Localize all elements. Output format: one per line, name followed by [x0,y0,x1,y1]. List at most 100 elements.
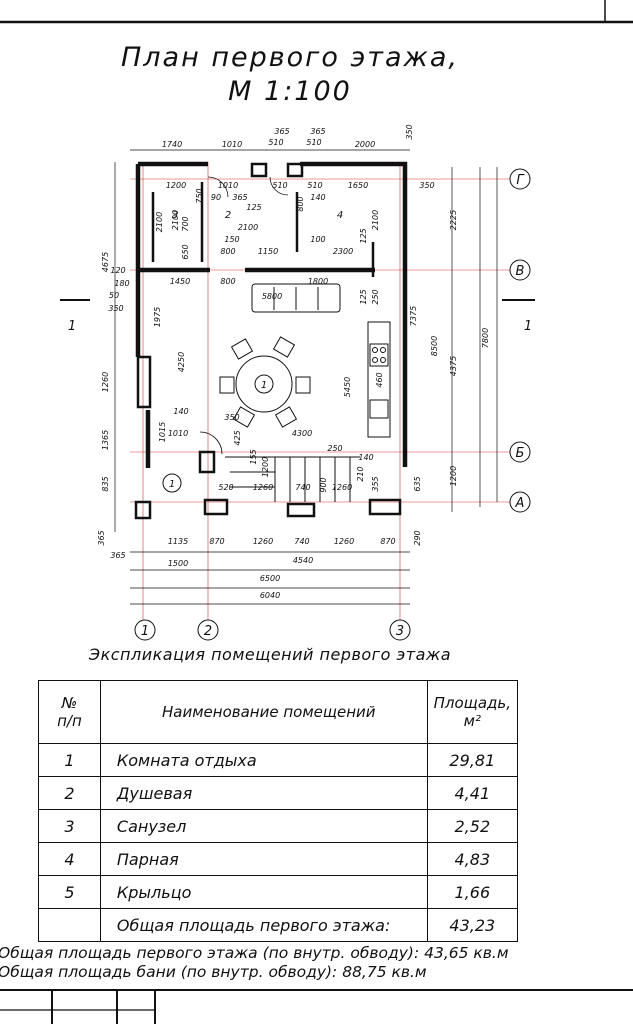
row-area: 4,83 [426,842,519,876]
dim-inner-10: 1150 [258,247,278,256]
door-swing-3 [199,431,223,455]
dim-inner-17: 2100 [171,210,180,230]
chair-3 [219,376,235,394]
dim-mid-1: 800 [220,277,235,286]
dim-left-2: 180 [114,279,129,288]
wall-block-8 [286,162,304,178]
dim-bottom-2: 1260 [253,537,273,546]
stairs [225,456,360,502]
chair-5 [232,406,256,428]
chair-2 [272,336,296,358]
row-name: Санузел [99,809,428,843]
dim-inner-top-2: 510 [272,181,287,190]
axis-number-3: 3 [396,624,404,639]
total-area: 43,23 [426,908,519,942]
section-mark-left: 1 [68,319,76,334]
dim-bottom-1: 870 [209,537,224,546]
row-num: 4 [38,842,101,876]
dim-inner-top-1: 1010 [218,181,238,190]
dim-mid-3: 1800 [308,277,328,286]
total-name: Общая площадь первого этажа: [99,908,428,942]
total-num-empty [38,908,101,942]
dim-top-1: 1010 [222,140,242,149]
dim-inner-5: 2100 [155,212,164,232]
dim-right-1: 7375 [409,306,418,326]
table-row: 1 Комната отдыха 29,81 [38,743,519,777]
dim-inner-2: 750 [195,188,204,203]
table-row: 3 Санузел 2,52 [38,809,519,843]
room-number-1: 1 [261,380,267,391]
dim-right-4: 7800 [481,328,490,348]
row-name: Комната отдыха [99,743,428,777]
dim-top-3: 365 [310,127,325,136]
header-num: № п/п [38,680,101,744]
dim-inner-14: 125 [359,228,368,243]
plan-title-line1: План первого этажа, [120,42,459,73]
dim-mid-7: 4250 [177,352,186,372]
dim-inner-top-3: 510 [307,181,322,190]
dim-right-2: 8500 [430,336,439,356]
dim-left-7: 835 [101,476,110,491]
dim-inner-8: 150 [224,235,239,244]
dim-mid-13: 1015 [158,422,167,442]
dim-top-4: 510 [268,138,283,147]
header-area-line1: Площадь, [433,694,511,712]
dim-inner-top-4: 1650 [348,181,368,190]
dim-inner-16: 700 [181,216,190,231]
dim-inner-4: 2100 [238,223,258,232]
dim-mid-20: 520 [218,483,233,492]
dim-mid-11: 140 [173,407,188,416]
dim-mid-9: 460 [375,372,384,387]
door-swing-1 [207,176,229,198]
dim-inner-top-0: 1200 [166,181,186,190]
dim-left-1: 120 [110,266,125,275]
axis-number-1: 1 [141,624,149,639]
dim-mid-4: 125 [359,289,368,304]
dim-bottom-3: 740 [294,537,309,546]
row-area: 2,52 [426,809,519,843]
door-swing-2 [269,176,289,196]
axis-letter-v: В [516,264,525,279]
axis-letter-b: Б [516,446,525,461]
dim-mid-22: 740 [295,483,310,492]
dim-bottom-5: 870 [380,537,395,546]
room-number-4: 4 [337,210,343,221]
header-num-line1: № [61,694,78,712]
summary-bathhouse: Общая площадь бани (по внутр. обводу): 8… [0,963,427,981]
dim-mid-17: 155 [249,449,258,464]
dim-left-3: 50 [109,291,119,300]
row-name: Крыльцо [99,875,428,909]
summary-first-floor: Общая площадь первого этажа (по внутр. о… [0,944,509,962]
row-name: Парная [99,842,428,876]
dim-mid-15: 4300 [292,429,312,438]
dim-inner-0: 90 [211,193,221,202]
dim-mid-25: 355 [371,476,380,491]
row-num: 5 [38,875,101,909]
wall-block-7 [250,162,268,178]
row-num: 3 [38,809,101,843]
plan-title-line2: М 1:100 [228,76,352,107]
explication-table: № п/п Наименование помещений Площадь, м²… [38,680,519,942]
wall-block-5 [286,502,316,518]
dim-left-6: 1365 [101,430,110,450]
wall-block-2 [198,450,216,474]
chair-1 [230,338,254,360]
dim-mid-0: 1450 [170,277,190,286]
explication-title: Экспликация помещений первого этажа [88,645,452,664]
dim-bottom-9: 6040 [260,591,280,600]
wall-block-1 [136,355,152,409]
header-area-line2: м² [463,712,481,730]
dim-bottom-7: 4540 [293,556,313,565]
dim-inner-11: 100 [310,235,325,244]
wall-top-right [300,161,408,467]
header-area: Площадь, м² [426,680,519,744]
kitchen-counter [367,321,391,438]
dim-inner-9: 800 [220,247,235,256]
dim-bottom-6: 1500 [168,559,188,568]
stove [369,343,389,367]
dim-left-8: 365 [97,530,106,545]
table-row: 4 Парная 4,83 [38,842,519,876]
dim-right-0: 2225 [449,210,458,230]
dim-top-7: 350 [405,124,414,139]
dim-mid-24: 210 [356,466,365,481]
